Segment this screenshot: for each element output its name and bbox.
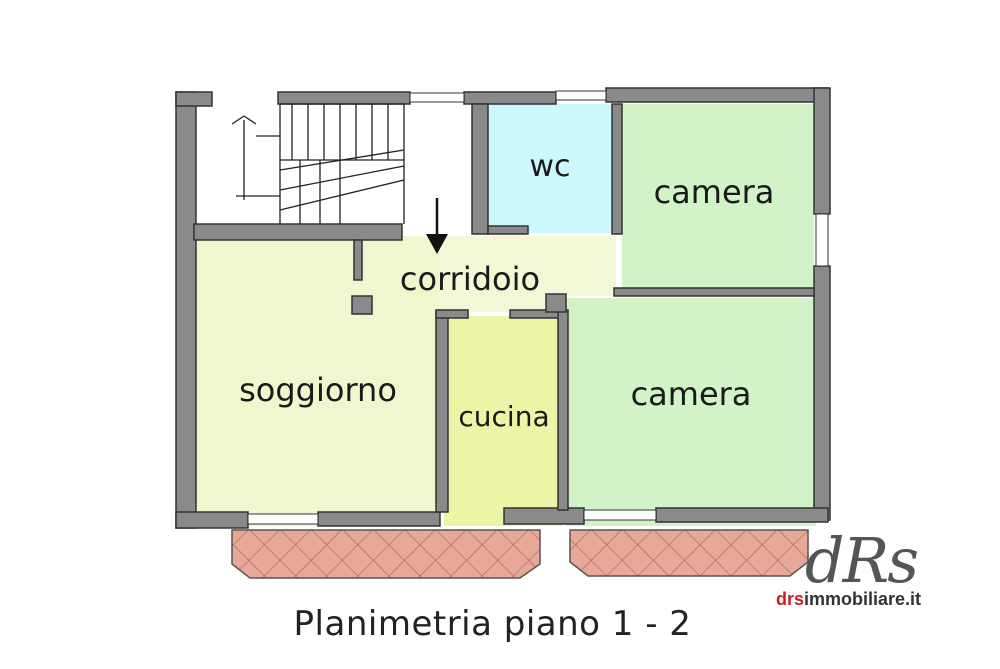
camera-top-fill	[622, 104, 814, 292]
drs-logo: dRs	[804, 524, 919, 597]
room-label-corridoio: corridoio	[400, 260, 540, 298]
windows	[247, 90, 829, 525]
entry-arrow-icon	[426, 198, 448, 254]
soggiorno-fill	[196, 240, 440, 526]
wc-fill	[488, 104, 613, 233]
balcony-left	[231, 529, 541, 579]
cucina-fill	[444, 316, 562, 526]
room-label-soggiorno: soggiorno	[239, 371, 397, 409]
camera-bottom-fill	[566, 298, 816, 526]
balcony-right	[569, 529, 809, 577]
room-label-camera-bottom: camera	[631, 375, 752, 413]
plan-caption: Planimetria piano 1 - 2	[293, 604, 692, 644]
room-label-camera-top: camera	[654, 173, 775, 211]
website-link[interactable]: drsimmobiliare.it	[776, 589, 956, 610]
walls	[175, 87, 831, 529]
room-label-wc: wc	[529, 149, 570, 184]
site-domain: immobiliare.it	[804, 589, 922, 609]
site-brand: drs	[776, 589, 805, 609]
staircase-icon	[231, 103, 405, 224]
room-label-cucina: cucina	[458, 400, 549, 433]
